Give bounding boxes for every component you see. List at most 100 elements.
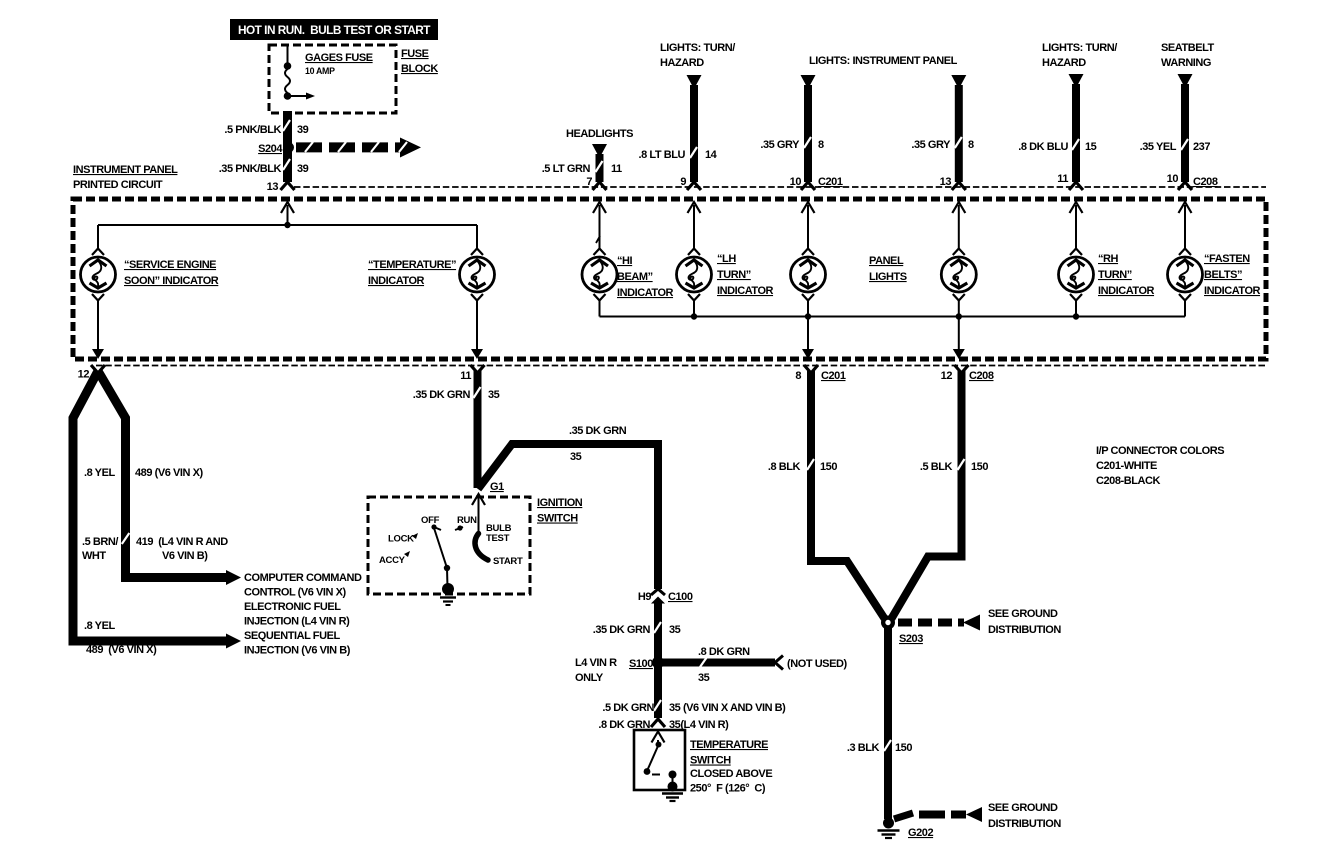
- svg-text:C208: C208: [1193, 176, 1218, 188]
- svg-text:INDICATOR: INDICATOR: [1098, 285, 1155, 297]
- svg-text:10 AMP: 10 AMP: [305, 66, 335, 76]
- svg-text:ACCY: ACCY: [379, 555, 406, 566]
- svg-text:CLOSED ABOVE: CLOSED ABOVE: [690, 768, 772, 780]
- svg-text:WARNING: WARNING: [1161, 57, 1211, 69]
- svg-text:BLOCK: BLOCK: [401, 63, 438, 75]
- svg-text:HEADLIGHTS: HEADLIGHTS: [566, 128, 633, 140]
- svg-text:SWITCH: SWITCH: [537, 513, 578, 525]
- svg-text:S203: S203: [899, 633, 923, 645]
- svg-text:35(L4 VIN R): 35(L4 VIN R): [669, 719, 729, 731]
- svg-text:.35 DK GRN: .35 DK GRN: [413, 389, 471, 401]
- svg-text:TURN”: TURN”: [1098, 269, 1132, 281]
- svg-text:.8 DK BLU: .8 DK BLU: [1018, 141, 1068, 153]
- svg-text:11: 11: [460, 370, 471, 382]
- svg-text:INDICATOR: INDICATOR: [1204, 285, 1261, 297]
- svg-text:12: 12: [78, 369, 90, 381]
- svg-text:250° F (126° C): 250° F (126° C): [690, 783, 766, 795]
- svg-text:.5 DK GRN: .5 DK GRN: [602, 702, 654, 714]
- svg-text:(NOT USED): (NOT USED): [787, 658, 847, 670]
- svg-text:.8 DK GRN: .8 DK GRN: [698, 646, 750, 658]
- svg-text:TEMPERATURE: TEMPERATURE: [690, 739, 768, 751]
- svg-text:39: 39: [297, 124, 309, 136]
- svg-text:LIGHTS: LIGHTS: [869, 271, 907, 283]
- svg-text:I/P CONNECTOR COLORS: I/P CONNECTOR COLORS: [1096, 445, 1224, 457]
- svg-text:489 (V6 VIN X): 489 (V6 VIN X): [135, 467, 203, 479]
- svg-text:INDICATOR: INDICATOR: [717, 285, 774, 297]
- svg-text:.8 BLK: .8 BLK: [768, 461, 801, 473]
- svg-text:LOCK: LOCK: [388, 534, 414, 545]
- svg-text:WHT: WHT: [82, 550, 106, 562]
- svg-text:GAGES FUSE: GAGES FUSE: [305, 52, 373, 64]
- svg-text:C208-BLACK: C208-BLACK: [1096, 475, 1160, 487]
- svg-text:“SERVICE ENGINE: “SERVICE ENGINE: [124, 259, 216, 271]
- svg-text:ONLY: ONLY: [575, 672, 604, 684]
- svg-text:7: 7: [586, 176, 592, 188]
- svg-text:HAZARD: HAZARD: [660, 57, 704, 69]
- svg-text:L4 VIN R: L4 VIN R: [575, 657, 617, 669]
- svg-text:“TEMPERATURE”: “TEMPERATURE”: [368, 259, 456, 271]
- svg-text:C100: C100: [668, 591, 693, 603]
- svg-text:COMPUTER COMMAND: COMPUTER COMMAND: [244, 572, 362, 584]
- svg-text:14: 14: [705, 149, 718, 161]
- svg-text:.8 YEL: .8 YEL: [84, 620, 115, 632]
- svg-text:489 (V6 VIN X): 489 (V6 VIN X): [86, 644, 157, 656]
- svg-text:.35 GRY: .35 GRY: [911, 139, 951, 151]
- svg-text:“RH: “RH: [1098, 253, 1119, 265]
- svg-text:BULB: BULB: [486, 523, 512, 534]
- svg-text:RUN: RUN: [457, 515, 477, 526]
- svg-text:150: 150: [895, 742, 912, 754]
- svg-text:.5 BLK: .5 BLK: [920, 461, 953, 473]
- svg-text:SWITCH: SWITCH: [690, 755, 731, 767]
- svg-text:.35 GRY: .35 GRY: [760, 139, 800, 151]
- svg-text:S100: S100: [629, 658, 653, 670]
- svg-text:BELTS”: BELTS”: [1204, 269, 1242, 281]
- svg-text:TEST: TEST: [486, 533, 510, 544]
- svg-text:PANEL: PANEL: [869, 255, 904, 267]
- svg-text:35 (V6 VIN X AND VIN B): 35 (V6 VIN X AND VIN B): [669, 702, 786, 714]
- svg-text:START: START: [493, 556, 523, 567]
- svg-text:.5 LT GRN: .5 LT GRN: [542, 163, 591, 175]
- svg-text:S204: S204: [258, 143, 283, 155]
- svg-text:.8 DK GRN: .8 DK GRN: [598, 719, 650, 731]
- svg-text:INDICATOR: INDICATOR: [368, 275, 425, 287]
- svg-text:C208: C208: [969, 370, 994, 382]
- svg-text:13: 13: [940, 176, 952, 188]
- svg-text:C201-WHITE: C201-WHITE: [1096, 460, 1157, 472]
- svg-text:CONTROL (V6 VIN X): CONTROL (V6 VIN X): [244, 587, 346, 599]
- svg-text:INSTRUMENT PANEL: INSTRUMENT PANEL: [73, 164, 178, 176]
- svg-text:150: 150: [971, 461, 988, 473]
- svg-text:.35 DK GRN: .35 DK GRN: [569, 425, 627, 437]
- svg-text:“HI: “HI: [617, 255, 633, 267]
- svg-text:TURN”: TURN”: [717, 269, 751, 281]
- svg-text:PRINTED CIRCUIT: PRINTED CIRCUIT: [73, 179, 163, 191]
- svg-text:INJECTION (V6 VIN B): INJECTION (V6 VIN B): [244, 645, 351, 657]
- svg-text:35: 35: [570, 451, 582, 463]
- svg-text:.35 DK GRN: .35 DK GRN: [593, 624, 651, 636]
- svg-text:.3 BLK: .3 BLK: [847, 742, 880, 754]
- svg-text:OFF: OFF: [421, 515, 440, 526]
- svg-text:9: 9: [680, 176, 686, 188]
- svg-text:12: 12: [941, 370, 953, 382]
- svg-text:8: 8: [818, 139, 824, 151]
- svg-text:8: 8: [795, 370, 801, 382]
- svg-text:10: 10: [1167, 173, 1179, 185]
- svg-text:INDICATOR: INDICATOR: [617, 287, 674, 299]
- svg-text:SEATBELT: SEATBELT: [1161, 42, 1215, 54]
- svg-text:35: 35: [488, 389, 500, 401]
- svg-text:LIGHTS: TURN/: LIGHTS: TURN/: [660, 42, 735, 54]
- svg-text:.35 PNK/BLK: .35 PNK/BLK: [219, 163, 282, 175]
- svg-text:419 (L4 VIN R AND: 419 (L4 VIN R AND: [136, 536, 228, 548]
- svg-text:FUSE: FUSE: [401, 48, 429, 60]
- svg-text:10: 10: [790, 176, 802, 188]
- svg-text:237: 237: [1193, 141, 1210, 153]
- svg-text:BEAM”: BEAM”: [617, 271, 653, 283]
- svg-text:LIGHTS: INSTRUMENT PANEL: LIGHTS: INSTRUMENT PANEL: [809, 55, 958, 67]
- svg-text:IGNITION: IGNITION: [537, 497, 583, 509]
- svg-text:.5 BRN/: .5 BRN/: [82, 536, 118, 548]
- svg-text:LIGHTS: TURN/: LIGHTS: TURN/: [1042, 42, 1117, 54]
- svg-text:15: 15: [1085, 141, 1097, 153]
- svg-text:H9: H9: [638, 591, 651, 603]
- svg-text:“LH: “LH: [717, 253, 736, 265]
- svg-text:SOON” INDICATOR: SOON” INDICATOR: [124, 275, 219, 287]
- svg-text:35: 35: [669, 624, 681, 636]
